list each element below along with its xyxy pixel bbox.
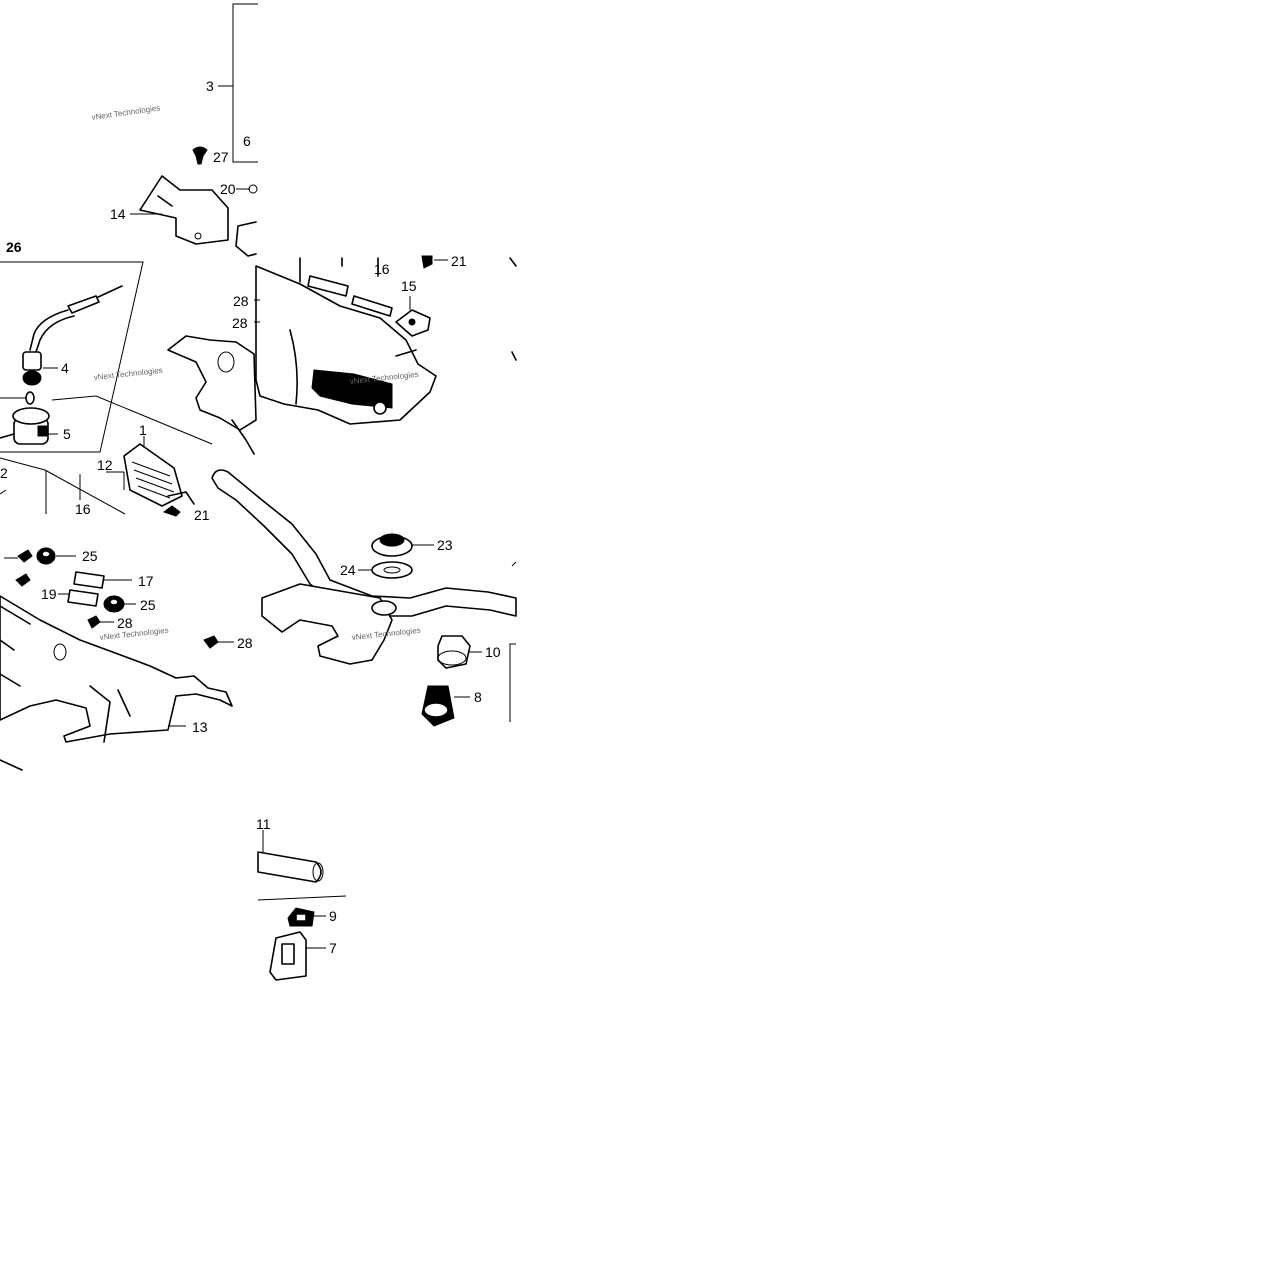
washer-24 (358, 561, 413, 579)
callout-6: 6 (243, 133, 251, 149)
watermark-1: vNext Technologies (91, 103, 161, 122)
callout-25b: 25 (140, 597, 156, 613)
clip-15 (395, 296, 431, 337)
callout-16b: 16 (374, 261, 390, 277)
pad-9 (287, 907, 326, 927)
wire-harness (29, 285, 123, 353)
callout-15: 15 (401, 278, 417, 294)
callout-28a: 28 (233, 293, 249, 309)
group-lower-cover (0, 547, 234, 771)
strip-16a (307, 275, 349, 297)
callout-25a: 25 (82, 548, 98, 564)
connector-4 (22, 351, 58, 386)
washer (25, 391, 35, 405)
callout-26: 26 (6, 239, 22, 255)
label-17 (73, 571, 132, 589)
lower-cover-13 (0, 595, 233, 771)
callout-8: 8 (474, 689, 482, 705)
callout-20: 20 (220, 181, 236, 197)
callout-7: 7 (329, 940, 337, 956)
watermark-2: vNext Technologies (93, 366, 163, 382)
callout-13: 13 (192, 719, 208, 735)
callout-1: 1 (139, 422, 147, 438)
callout-21b: 21 (451, 253, 467, 269)
group-top-left (130, 3, 258, 257)
tube-11 (257, 830, 324, 883)
cover-plate-14 (130, 175, 229, 245)
callout-3: 3 (206, 78, 214, 94)
callout-27: 27 (213, 149, 229, 165)
group-ignition (0, 261, 213, 517)
callout-24: 24 (340, 562, 356, 578)
callout-12: 12 (97, 457, 113, 473)
callout-16a: 16 (75, 501, 91, 517)
callout-4: 4 (61, 360, 69, 376)
callout-28d: 28 (237, 635, 253, 651)
screw-28d (203, 635, 234, 649)
label-19 (58, 589, 99, 607)
mount-bracket (167, 335, 257, 455)
switch-housing-7 (269, 931, 326, 981)
callout-17: 17 (138, 573, 154, 589)
screw-a (4, 549, 33, 563)
grommet-25b (103, 595, 136, 613)
grille-1 (123, 436, 183, 507)
strip-16b (351, 295, 393, 317)
callout-19: 19 (41, 586, 57, 602)
callouts: 3 6 27 20 14 26 4 5 2 12 16 1 21 28 28 1… (0, 78, 501, 956)
grommet-25a (36, 547, 76, 565)
callout-11: 11 (256, 816, 271, 832)
callout-23: 23 (437, 537, 453, 553)
grip-end-8 (421, 685, 470, 727)
callout-28c: 28 (117, 615, 133, 631)
nut-23 (371, 533, 434, 557)
watermark-4: vNext Technologies (99, 626, 169, 642)
callout-21a: 21 (194, 507, 210, 523)
bolt-20 (236, 184, 258, 194)
callout-2: 2 (0, 465, 8, 481)
clip-27 (192, 146, 208, 165)
callout-28b: 28 (232, 315, 248, 331)
collar-10 (437, 635, 482, 669)
callout-9: 9 (329, 908, 337, 924)
switch-body-5 (0, 407, 58, 445)
upper-cover-28 (255, 265, 437, 425)
callout-10: 10 (485, 644, 501, 660)
callout-14: 14 (110, 206, 126, 222)
screw-b (15, 573, 31, 587)
callout-5: 5 (63, 426, 71, 442)
group-handle-cover (167, 255, 517, 455)
group-handlebar (211, 469, 517, 727)
screw-28c (87, 615, 114, 629)
group-grip-switch (257, 830, 347, 981)
